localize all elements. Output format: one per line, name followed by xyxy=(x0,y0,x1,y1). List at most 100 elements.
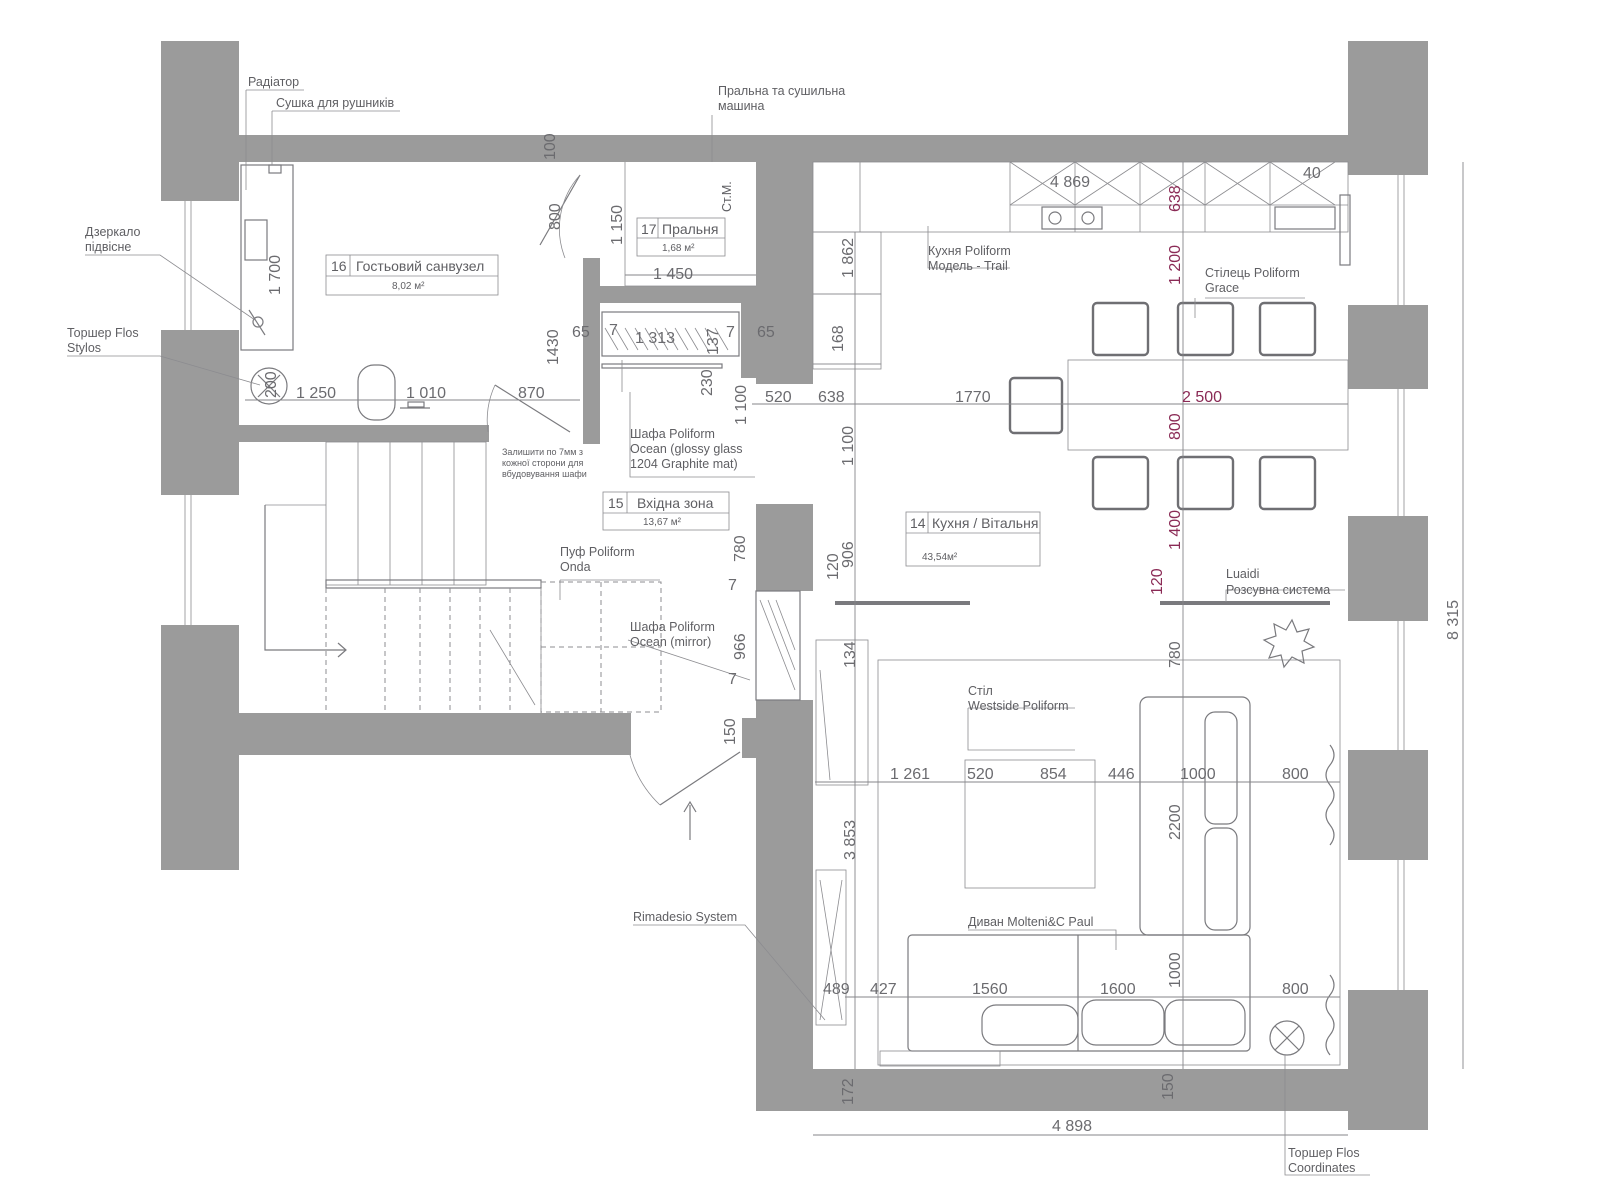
dim-800a: 800 xyxy=(547,203,564,230)
dim-854: 854 xyxy=(1040,766,1067,783)
label-pouf-1: Пуф Poliform xyxy=(560,545,635,559)
label-torsher-coord-2: Coordinates xyxy=(1288,1161,1355,1175)
dim-780a: 780 xyxy=(732,535,749,562)
wall-top xyxy=(239,135,1349,162)
room-tag-17: 17 Пральня 1,68 м² xyxy=(636,217,726,257)
dim-427: 427 xyxy=(870,981,897,998)
dim-1000b: 1000 xyxy=(1167,952,1184,988)
wall-bath-bottom xyxy=(239,425,489,442)
dim-1430: 1430 xyxy=(545,329,562,365)
svg-text:17: 17 xyxy=(641,221,657,237)
chair xyxy=(1258,455,1317,511)
svg-text:1,68 м²: 1,68 м² xyxy=(662,243,695,254)
room-tag-15: 15 Вхідна зона 13,67 м² xyxy=(602,491,730,531)
svg-text:43,54м²: 43,54м² xyxy=(922,552,958,563)
dim-906: 906 xyxy=(840,541,857,568)
wall-left-pier-1 xyxy=(161,330,239,495)
label-chair-1: Стілець Poliform xyxy=(1205,266,1300,280)
label-rimadesio: Rimadesio System xyxy=(633,910,737,924)
chair xyxy=(1091,455,1150,511)
room-tag-14: 14 Кухня / Вітальня 43,54м² xyxy=(905,511,1041,567)
label-kitchen-1: Кухня Poliform xyxy=(928,244,1011,258)
dim-870: 870 xyxy=(518,385,545,402)
dim-7c: 7 xyxy=(728,577,737,594)
dim-150b: 150 xyxy=(1160,1073,1177,1100)
dim-1100a: 1 100 xyxy=(733,385,750,425)
dim-137: 137 xyxy=(705,328,722,355)
dim-638a: 638 xyxy=(818,389,845,406)
dim-8315: 8 315 xyxy=(1445,600,1462,640)
svg-text:13,67 м²: 13,67 м² xyxy=(643,517,682,528)
dim-1400: 1 400 xyxy=(1167,510,1184,550)
dim-1200: 1 200 xyxy=(1167,245,1184,285)
svg-text:Вхідна зона: Вхідна зона xyxy=(637,495,714,511)
label-leave-note-2: кожної сторони для xyxy=(502,458,583,468)
label-chair-2: Grace xyxy=(1205,281,1239,295)
label-luaidi-1: Luaidi xyxy=(1226,567,1259,581)
label-wardrobe-glass-3: 1204 Graphite mat) xyxy=(630,457,738,471)
annotations: Радіатор Сушка для рушників Пральна та с… xyxy=(67,75,1360,1175)
dim-520b: 520 xyxy=(967,766,994,783)
dim-172: 172 xyxy=(840,1078,857,1105)
dim-1261: 1 261 xyxy=(890,766,930,783)
entry-furniture xyxy=(540,581,801,840)
dim-800b: 800 xyxy=(1167,413,1184,440)
dim-800d: 800 xyxy=(1282,981,1309,998)
laundry-wardrobe xyxy=(601,162,756,369)
label-radiator: Радіатор xyxy=(248,75,299,89)
kitchen-units xyxy=(812,161,1351,370)
label-torsher-stylos-1: Торшер Flos xyxy=(67,326,139,340)
dim-1700: 1 700 xyxy=(267,255,284,295)
wall-niche-right xyxy=(741,303,756,378)
wall-entry-bottom xyxy=(239,713,631,755)
label-wardrobe-glass-1: Шафа Poliform xyxy=(630,427,715,441)
svg-text:16: 16 xyxy=(331,258,347,274)
dim-489: 489 xyxy=(823,981,850,998)
dim-120a: 120 xyxy=(825,553,842,580)
label-leave-note-3: вбудовування шафи xyxy=(502,469,587,479)
wall-kitchen-partition xyxy=(756,162,813,384)
dimension-values: 100 800 1 150 1 700 1 450 1430 65 7 1 31… xyxy=(263,133,1462,1135)
dim-1010: 1 010 xyxy=(406,385,446,402)
dimension-lines xyxy=(245,162,1464,1136)
dim-100: 100 xyxy=(542,133,559,160)
dim-1100b: 1 100 xyxy=(840,426,857,466)
svg-text:14: 14 xyxy=(910,515,926,531)
walls xyxy=(161,41,1428,1130)
wall-entry-right xyxy=(756,504,813,591)
label-leave-note-1: Залишити по 7мм з xyxy=(502,447,583,457)
label-pouf-2: Onda xyxy=(560,560,591,574)
dim-2200: 2200 xyxy=(1167,804,1184,840)
svg-text:8,02 м²: 8,02 м² xyxy=(392,281,425,292)
dim-1600: 1600 xyxy=(1100,981,1136,998)
chair xyxy=(1091,301,1150,357)
chair xyxy=(1258,301,1317,357)
dim-2500: 2 500 xyxy=(1182,389,1222,406)
dim-65b: 65 xyxy=(757,324,775,341)
dim-520a: 520 xyxy=(765,389,792,406)
wall-left-outer xyxy=(161,41,239,201)
dim-4869: 4 869 xyxy=(1050,174,1090,191)
dim-134: 134 xyxy=(842,641,859,668)
label-washer-1: Пральна та сушильна xyxy=(718,84,845,98)
dim-65a: 65 xyxy=(572,324,590,341)
svg-text:Гостьовий санвузел: Гостьовий санвузел xyxy=(356,258,484,274)
label-table-1: Стіл xyxy=(968,684,993,698)
wall-right-top xyxy=(1348,41,1428,175)
dim-200: 200 xyxy=(263,371,280,398)
wall-entry-right-lower xyxy=(756,700,813,1111)
wall-bottom-living xyxy=(756,1069,1349,1111)
label-torsher-stylos-2: Stylos xyxy=(67,341,101,355)
room-tag-16: 16 Гостьовий санвузел 8,02 м² xyxy=(325,254,499,296)
dim-3853: 3 853 xyxy=(842,820,859,860)
dim-780b: 780 xyxy=(1167,641,1184,668)
dim-1770: 1770 xyxy=(955,389,991,406)
dim-966: 966 xyxy=(732,633,749,660)
label-kitchen-2: Модель - Trail xyxy=(928,259,1008,273)
wall-door-jamb xyxy=(742,718,756,758)
wall-right-pier-1 xyxy=(1348,305,1428,389)
dim-4898: 4 898 xyxy=(1052,1118,1092,1135)
svg-text:Кухня / Вітальня: Кухня / Вітальня xyxy=(932,515,1038,531)
dim-7d: 7 xyxy=(728,671,737,688)
wall-right-pier-3 xyxy=(1348,750,1428,860)
